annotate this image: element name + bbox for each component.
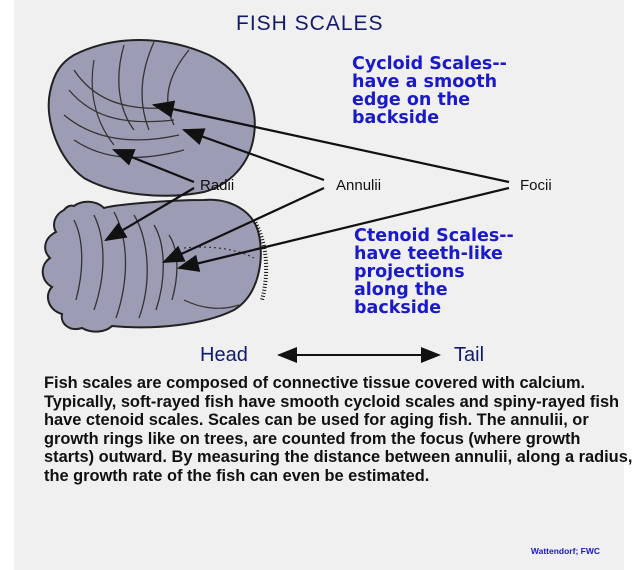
cycloid-line: backside (352, 109, 602, 127)
ctenoid-line: have teeth-like (354, 245, 604, 263)
cycloid-scale (49, 40, 255, 196)
ctenoid-scale (43, 200, 266, 332)
label-focii: Focii (520, 177, 552, 194)
cycloid-line: Cycloid Scales-- (352, 55, 602, 73)
diagram-title: FISH SCALES (236, 12, 384, 36)
ctenoid-line: backside (354, 299, 604, 317)
cycloid-line: edge on the (352, 91, 602, 109)
description-paragraph: Fish scales are composed of connective t… (44, 374, 634, 486)
credit-text: Wattendorf; FWC (531, 546, 600, 556)
ctenoid-line: Ctenoid Scales-- (354, 227, 604, 245)
cycloid-caption: Cycloid Scales-- have a smooth edge on t… (352, 55, 602, 127)
label-head: Head (200, 344, 248, 367)
label-tail: Tail (454, 344, 484, 367)
diagram-card: FISH SCALES Cycloid Scales-- have a smoo… (14, 0, 624, 570)
label-radii: Radii (200, 177, 234, 194)
ctenoid-line: along the (354, 281, 604, 299)
cycloid-line: have a smooth (352, 73, 602, 91)
label-annulii: Annulii (336, 177, 381, 194)
ctenoid-line: projections (354, 263, 604, 281)
ctenoid-caption: Ctenoid Scales-- have teeth-like project… (354, 227, 604, 317)
